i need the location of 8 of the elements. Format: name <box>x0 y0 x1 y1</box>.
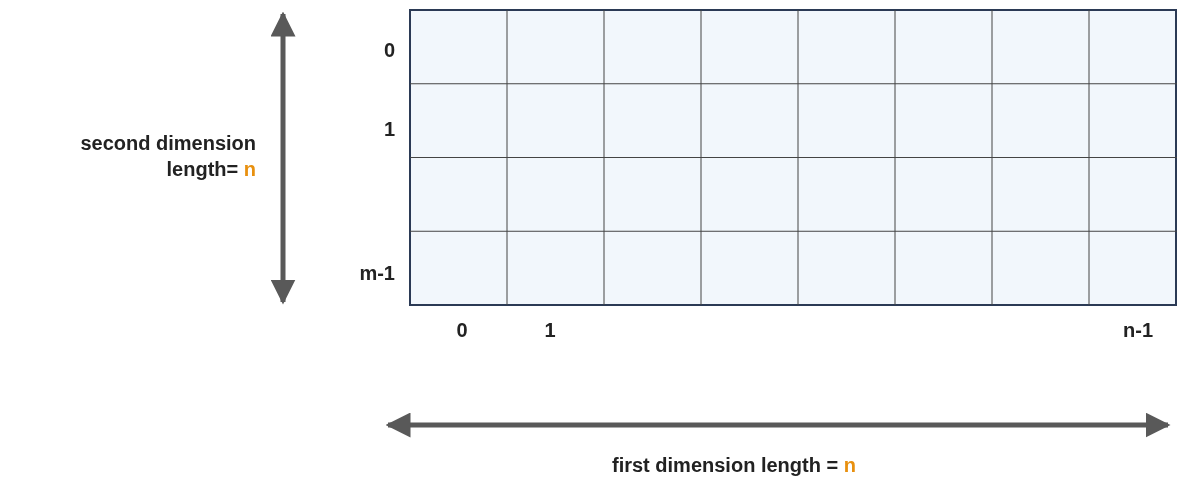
column-index: 1 <box>544 318 556 343</box>
row-index: 0 <box>383 38 395 63</box>
column-index: 0 <box>456 318 468 343</box>
row-index: 1 <box>383 117 395 142</box>
column-index: n-1 <box>1123 318 1153 343</box>
dimension-label: second dimension length= n <box>79 131 256 182</box>
dimension-label: first dimension length = n <box>612 453 856 478</box>
row-index: m-1 <box>359 261 395 286</box>
